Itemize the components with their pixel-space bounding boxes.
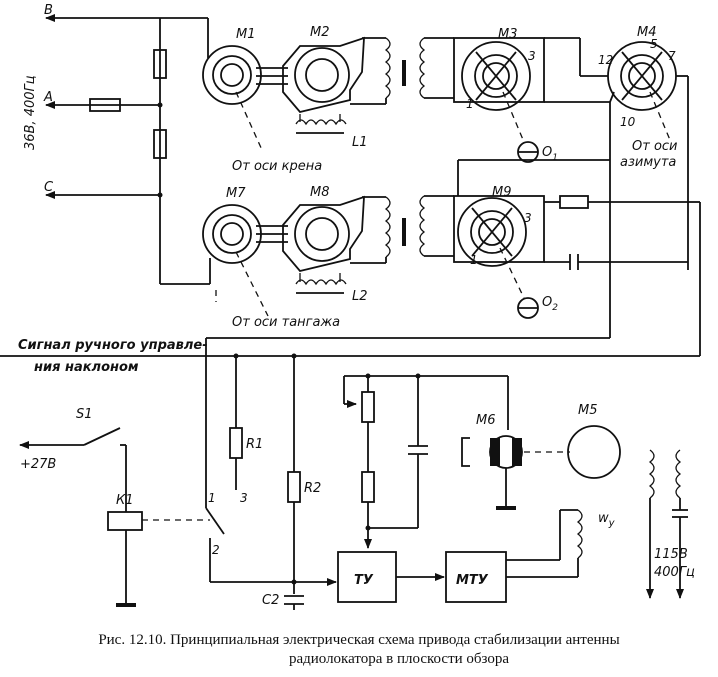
label-m7: М7 [226, 186, 246, 201]
label-manual-signal-1: Сигнал ручного управле- [18, 338, 208, 353]
label-k1: К1 [116, 493, 134, 508]
label-sw1: 1 [208, 491, 216, 505]
label-r1: R1 [246, 437, 263, 452]
block-mtu [445, 509, 583, 603]
label-sw2: 2 [212, 543, 220, 557]
label-m4: М4 [637, 25, 657, 40]
switch-s1 [19, 427, 127, 512]
resolver-m4 [457, 37, 689, 270]
schematic-diagram: В А С 36В, 400Гц М1 М2 L1 От оси крена [0, 3, 701, 610]
supply-lines [45, 14, 211, 285]
potentiometer-network [343, 373, 509, 549]
label-m9: М9 [492, 185, 512, 200]
label-c2: С2 [262, 593, 279, 608]
label-m5: М5 [578, 403, 598, 418]
label-azimuth-axis-1: От оси [632, 139, 678, 154]
label-l2: L2 [352, 289, 368, 304]
figure-caption-line1: Рис. 12.10. Принципиальная электрическая… [98, 632, 620, 648]
label-azimuth-axis-2: азимута [620, 155, 676, 170]
label-m3: М3 [498, 27, 518, 42]
switch-contacts [205, 338, 337, 586]
block-tu [337, 551, 445, 603]
label-m9-t3: 3 [524, 211, 532, 225]
label-manual-signal-2: ния наклоном [34, 360, 139, 375]
resistor-r1 [229, 353, 243, 490]
resistor-r2 [287, 353, 301, 594]
selsyn-m1 [202, 45, 288, 151]
label-c: С [44, 180, 54, 195]
coil-m8 [350, 196, 391, 264]
label-supply: 36В, 400Гц [23, 75, 38, 150]
label-m3-t3: 3 [528, 49, 536, 63]
label-m9-t1: 1 [470, 253, 478, 267]
label-roll-axis: От оси крена [232, 159, 322, 174]
figure-caption-line2: радиолокатора в плоскости обзора [288, 651, 510, 667]
label-l1: L1 [352, 135, 368, 150]
label-m4-t7: 7 [668, 49, 676, 63]
label-m4-t5: 5 [650, 37, 658, 51]
label-a: А [43, 90, 53, 105]
label-m8: М8 [310, 185, 330, 200]
label-wy: wу [598, 511, 616, 529]
motor-m5 [567, 425, 621, 479]
supply-115v [646, 449, 688, 599]
label-115v: 115В [654, 547, 688, 562]
coil-m2 [350, 37, 391, 105]
label-o1: О1 [542, 145, 558, 163]
selsyn-m7 [202, 204, 288, 317]
relay-k1 [107, 511, 210, 607]
label-400hz: 400Гц [654, 565, 695, 580]
gyro-m8 [282, 195, 365, 294]
label-m3-t1: 1 [466, 97, 474, 111]
label-m4-t12: 12 [598, 53, 613, 67]
label-o2: О2 [542, 295, 558, 313]
label-m1: М1 [236, 27, 256, 42]
label-sw3: 3 [240, 491, 248, 505]
resolver-m9 [419, 195, 688, 319]
label-b: В [44, 3, 53, 18]
label-m2: М2 [310, 25, 330, 40]
gyro-m2 [282, 36, 365, 134]
label-r2: R2 [304, 481, 321, 496]
label-plus27: +27В [20, 457, 56, 472]
resolver-m3 [419, 37, 545, 163]
label-pitch-axis: От оси тангажа [232, 315, 340, 330]
label-mtu: МТУ [456, 573, 489, 588]
label-m6: М6 [476, 413, 496, 428]
label-tu: ТУ [354, 573, 374, 588]
label-m4-t10: 10 [620, 115, 636, 129]
motor-m6 [461, 435, 570, 510]
capacitor-c2 [284, 595, 304, 610]
label-s1: S1 [76, 407, 93, 422]
